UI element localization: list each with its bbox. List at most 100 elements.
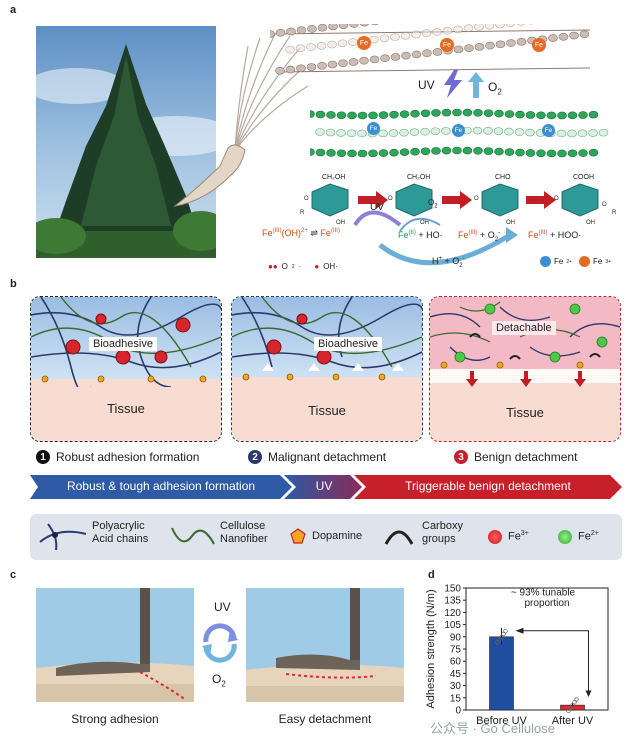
hoo-radical: + HOO· (550, 230, 582, 240)
chain-bead (326, 149, 336, 157)
o2-label: O (488, 80, 498, 94)
data-point (572, 700, 577, 705)
chain-bead (379, 34, 390, 43)
legend-o2-sub: 2 (291, 263, 295, 270)
chain-bead (420, 147, 431, 156)
y-tick-label: 15 (450, 693, 462, 704)
chain-bead (317, 61, 327, 70)
chain-bead (378, 111, 389, 119)
fe-oh-sup: (III) (272, 228, 282, 234)
chain-bead (504, 127, 514, 136)
chain-bead (452, 146, 462, 155)
fe-ii-sup: (II) (408, 230, 416, 236)
chain-bead (441, 108, 452, 117)
chain-bead (347, 149, 357, 158)
legend-fe3-ion: Fe (508, 530, 521, 543)
chain-bead (567, 149, 578, 158)
data-point (497, 637, 502, 642)
bioadhesive-label-2: Bioadhesive (314, 337, 382, 351)
chain-bead (346, 129, 357, 138)
polyacrylic-chain-icon (39, 523, 87, 551)
glucose-oxidation-scheme: OR OH OOH OOH OOH OR (300, 183, 617, 226)
chain-bead (453, 25, 463, 34)
uv-label: UV (418, 78, 435, 92)
fe-oh-sup2: 2+ (301, 228, 308, 234)
y-tick-label: 135 (444, 596, 461, 607)
chain-bead (569, 31, 579, 40)
chain-bead (296, 64, 306, 73)
chain-bead (399, 128, 409, 137)
chain-bead (349, 24, 359, 28)
chain-bead (588, 129, 598, 137)
chain-bead (474, 43, 485, 51)
chain-bead (431, 109, 441, 117)
fe2-badge: Fe (367, 122, 380, 135)
svg-text:OH: OH (586, 220, 595, 226)
chain-bead (389, 148, 399, 157)
chain-bead (463, 24, 474, 32)
data-point (574, 697, 579, 702)
step-2-label: Malignant detachment (268, 450, 387, 464)
chain-bead (338, 24, 349, 29)
chain-bead (390, 53, 401, 61)
fe-oh-complex: Fe (262, 228, 273, 238)
chain-bead (337, 39, 348, 48)
h-plus-sup2: - (462, 256, 465, 262)
svg-text:OH: OH (420, 220, 429, 226)
chain-bead (483, 126, 493, 135)
panel-label-a: a (10, 4, 17, 16)
fe2-badge: Fe (452, 124, 465, 137)
h-plus: H (432, 256, 439, 266)
data-point (499, 634, 504, 639)
h-plus-sup: + (438, 256, 443, 262)
chain-bead (495, 24, 505, 29)
chain-bead (336, 129, 346, 137)
chain-bead (588, 148, 599, 157)
chain-bead (473, 146, 483, 155)
lightning-icon (444, 70, 462, 98)
chain-bead (315, 110, 326, 119)
chain-bead (390, 33, 400, 41)
chain-bead (432, 28, 442, 36)
chain-bead (441, 127, 451, 135)
chain-bead (296, 26, 307, 35)
chain-bead (275, 66, 285, 75)
ho-radical: + HO· (418, 230, 443, 240)
chain-bead (432, 48, 443, 56)
chain-bead (536, 149, 546, 158)
chain-bead (504, 110, 515, 118)
y-tick-label: 150 (444, 584, 461, 595)
cycle-arrows-icon (202, 623, 238, 663)
legend-o2-sup: - (298, 263, 301, 270)
o2-radical: + O (480, 230, 495, 240)
chain-bead (400, 31, 411, 40)
watermark: 公众号 · Go Cellulose (430, 721, 555, 736)
fe-oh-rest: (OH) (281, 228, 302, 238)
chain-bead (327, 40, 337, 49)
svg-text:R: R (612, 210, 617, 216)
chain-bead (462, 108, 473, 117)
fe-iii-3-sup: (III) (538, 230, 548, 236)
chain-bead (483, 109, 494, 117)
stage-1-box: Bioadhesive Tissue (30, 296, 222, 442)
chain-bead (316, 42, 327, 50)
y-tick-label: 0 (455, 706, 461, 717)
fe-ii: Fe (398, 230, 409, 240)
y-tick-label: 105 (444, 620, 461, 631)
legend-carboxy: Carboxy (422, 520, 463, 532)
tissue-label-3: Tissue (506, 405, 544, 420)
chain-bead (328, 24, 338, 31)
annotation-arrowhead (515, 627, 524, 634)
chain-bead (558, 32, 569, 41)
chain-bead (307, 25, 317, 33)
chain-bead (546, 111, 557, 120)
chain-bead (359, 56, 369, 65)
caption-easy-detachment: Easy detachment (278, 712, 372, 726)
chain-bead (327, 60, 338, 69)
h-plus-rest: + O (442, 256, 460, 266)
stage-3-box: Detachable Tissue (429, 296, 621, 442)
chain-bead (378, 149, 389, 157)
chain-bead (536, 111, 546, 120)
carboxy-group-icon (384, 530, 414, 545)
chain-bead (399, 110, 410, 119)
